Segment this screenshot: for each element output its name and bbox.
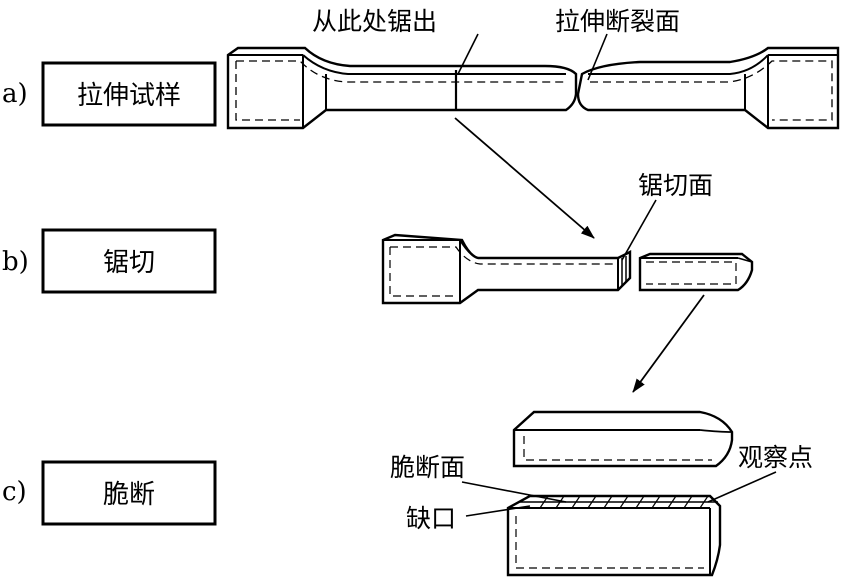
arrow-to-step-c: [632, 294, 705, 393]
leader-notch: [465, 505, 531, 517]
step-c-tag: c): [2, 477, 27, 507]
step-b-label: 锯切: [103, 248, 155, 278]
sawn-specimen-left: [381, 233, 632, 305]
leader-tensile-fracture: [587, 33, 608, 81]
sawn-specimen-right: [638, 252, 754, 292]
step-c: c) 脆断: [2, 460, 217, 526]
broken-piece-upper: [512, 410, 734, 468]
specimen-left-half: [226, 46, 578, 130]
annotation-notch: 缺口: [406, 504, 456, 533]
step-c-label: 脆断: [103, 480, 155, 510]
step-a-box: [41, 61, 217, 127]
step-b: b) 锯切: [2, 228, 217, 294]
step-a-label: 拉伸试样: [77, 81, 181, 111]
annotation-observe-point: 观察点: [738, 443, 813, 472]
annotation-saw-face: 锯切面: [638, 171, 713, 200]
broken-piece-lower: [506, 494, 722, 577]
step-b-tag: b): [2, 247, 29, 277]
step-b-box: [41, 228, 217, 294]
leader-brittle-face: [461, 481, 567, 503]
leader-saw-face: [621, 199, 657, 261]
step-a: a) 拉伸试样: [2, 61, 217, 127]
specimen-right-half: [576, 46, 840, 130]
tensile-specimen: [226, 46, 840, 130]
arrow-to-step-b: [454, 117, 595, 239]
leader-saw-from-here: [457, 33, 479, 75]
annotation-saw-from-here: 从此处锯出: [312, 7, 437, 36]
annotation-brittle-face: 脆断面: [390, 453, 465, 482]
step-a-tag: a): [2, 79, 28, 109]
leader-observe-point: [707, 471, 777, 503]
step-c-box: [41, 460, 217, 526]
annotation-tensile-fracture: 拉伸断裂面: [555, 7, 680, 36]
